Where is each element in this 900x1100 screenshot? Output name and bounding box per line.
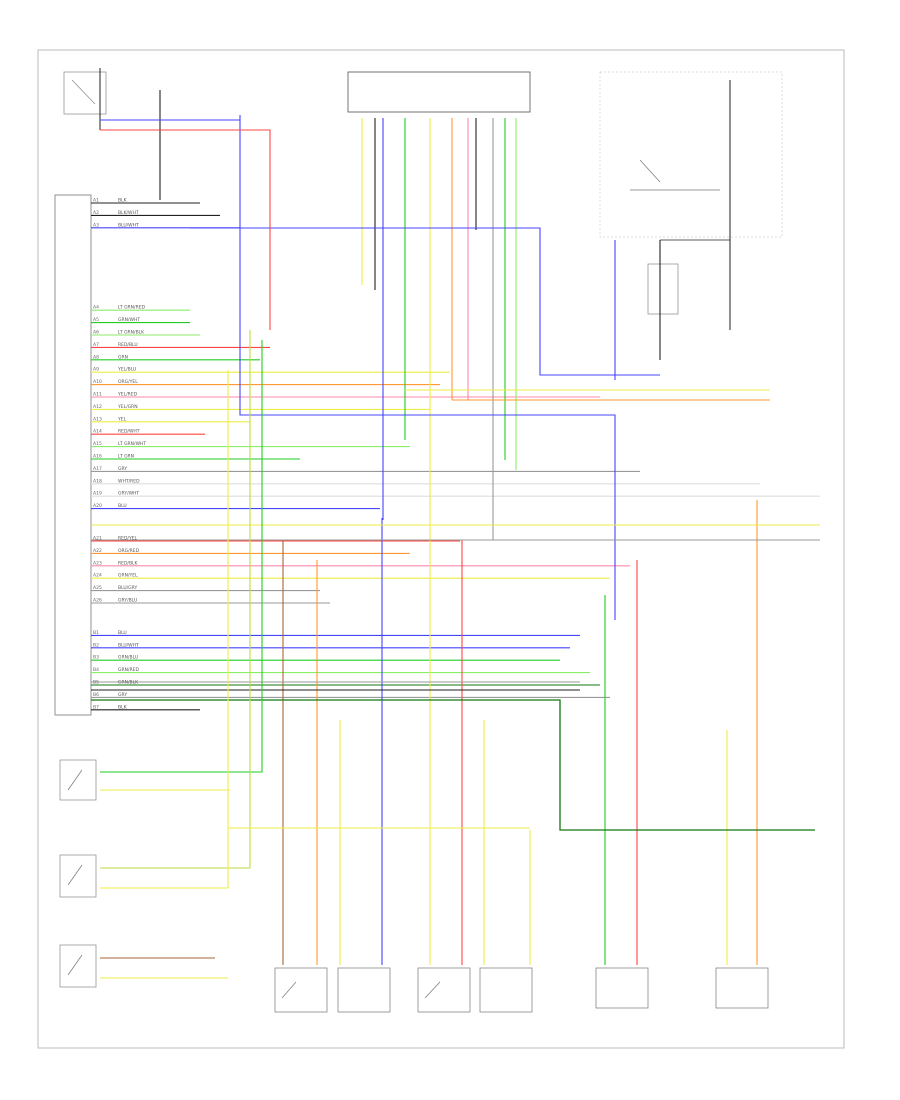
pin-label-b5: B5 [93, 680, 99, 686]
wire-label-a24: GRN/YEL [118, 573, 138, 579]
wire-label-a6: LT GRN/BLK [118, 330, 145, 336]
pin-label-a5: A5 [93, 317, 99, 323]
pin-label-a4: A4 [93, 305, 99, 311]
pin-label-b1: B1 [93, 630, 99, 636]
speed-sensor [715, 967, 769, 1009]
wire-label-b1: BLU [118, 630, 127, 636]
pin-label-a3: A3 [93, 222, 99, 228]
wire-label-a8: GRN [118, 354, 128, 360]
pin-label-a9: A9 [93, 367, 99, 373]
wire-label-a17: GRY [118, 466, 127, 472]
sensor-3 [59, 944, 97, 988]
pin-label-a15: A15 [93, 441, 102, 447]
wire-label-a3: BLU/WHT [118, 222, 139, 228]
pin-label-a26: A26 [93, 598, 102, 604]
sensor1-green [100, 340, 263, 773]
pin-label-a20: A20 [93, 503, 102, 509]
wire-label-a12: YEL/GRN [117, 404, 138, 410]
green-bottom-run [91, 699, 815, 831]
pin-label-a11: A11 [93, 392, 102, 398]
pin-label-a6: A6 [93, 330, 99, 336]
wire-label-a9: YEL/BLU [117, 367, 136, 373]
pin-label-b6: B6 [93, 692, 99, 698]
pin-label-a25: A25 [93, 585, 102, 591]
pin-label-a24: A24 [93, 573, 102, 579]
blue-long-run [239, 115, 616, 620]
relay-box [647, 239, 730, 315]
pin-label-a23: A23 [93, 560, 102, 566]
wire-label-a1: BLK [118, 198, 128, 204]
relay-red [100, 129, 271, 330]
pin-label-b3: B3 [93, 655, 99, 661]
wire-label-a11: YEL/RED [117, 392, 138, 398]
wire-label-b5: GRN/BLK [118, 680, 139, 686]
main-relay [63, 68, 107, 130]
wire-label-a14: RED/WHT [118, 429, 140, 435]
wire-label-b6: GRY [118, 692, 127, 698]
ignition-switch-block [599, 71, 783, 330]
pin-label-b7: B7 [93, 704, 99, 710]
pin-label-a21: A21 [93, 536, 102, 542]
pin-label-a8: A8 [93, 354, 99, 360]
sensor2-yellowgreen [100, 330, 251, 869]
diagram-frame [37, 49, 845, 1049]
pin-label-a7: A7 [93, 342, 99, 348]
sensor2-yellow [100, 370, 229, 889]
wire-label-a2: BLK/WHT [118, 210, 139, 216]
wire-label-a21: RED/YEL [118, 536, 138, 542]
sensor-1 [59, 759, 97, 801]
wire-label-a13: YEL [117, 416, 127, 422]
pin-label-a18: A18 [93, 478, 102, 484]
wire-label-a18: WHT/RED [118, 478, 140, 484]
wire-label-a10: ORG/YEL [118, 379, 138, 385]
blue-top-run [190, 227, 660, 376]
wire-layer [91, 90, 820, 979]
pin-label-a16: A16 [93, 454, 102, 460]
ecm-connector-box [54, 194, 92, 716]
wire-label-a5: GRN/WHT [118, 317, 140, 323]
pin-label-a10: A10 [93, 379, 102, 385]
wire-label-a4: LT GRN/RED [118, 305, 146, 311]
pin-label-b4: B4 [93, 667, 99, 673]
pin-label-a2: A2 [93, 210, 99, 216]
wire-label-a20: BLU [118, 503, 127, 509]
wire-label-a16: LT GRN [118, 454, 134, 460]
wire-label-b4: GRN/RED [118, 667, 139, 673]
wire-label-a15: LT GRN/WHT [118, 441, 146, 447]
wire-label-a7: RED/BLU [118, 342, 138, 348]
wire-label-a25: BLU/GRY [118, 585, 138, 591]
pin-label-a14: A14 [93, 429, 102, 435]
fuse-block [347, 71, 531, 113]
pin-label-a17: A17 [93, 466, 102, 472]
pin-label-a13: A13 [93, 416, 102, 422]
wire-label-a26: GRY/BLU [118, 598, 137, 604]
solenoid-1 [274, 967, 391, 1013]
wire-label-a22: ORG/RED [118, 548, 140, 554]
solenoid-3 [595, 967, 649, 1009]
wire-label-a19: GRY/WHT [118, 491, 139, 497]
pin-label-a22: A22 [93, 548, 102, 554]
pin-label-a12: A12 [93, 404, 102, 410]
wire-label-b7: BLK [118, 704, 128, 710]
wire-label-b3: GRN/BLU [118, 655, 138, 661]
wire-label-b2: BLU/WHT [118, 642, 139, 648]
wire-label-a23: RED/BLK [118, 560, 139, 566]
sensor-2 [59, 854, 97, 898]
pin-label-a19: A19 [93, 491, 102, 497]
pin-label-a1: A1 [93, 198, 99, 204]
pin-label-b2: B2 [93, 642, 99, 648]
solenoid-2 [417, 967, 533, 1013]
